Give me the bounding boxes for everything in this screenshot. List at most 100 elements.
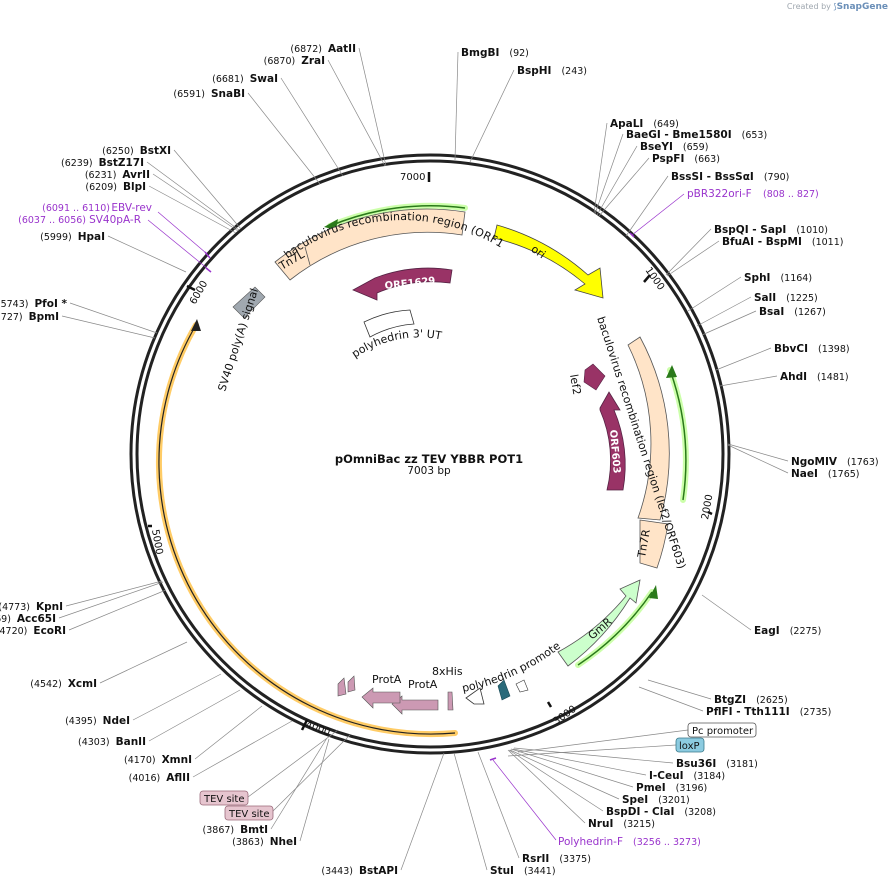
site-pos-apali: (649) [653, 119, 679, 130]
primer-ebv-rev-name: EBV-rev [111, 202, 152, 214]
tev-site-box-1 [199, 790, 249, 806]
site-name-bfuai-bspmi: BfuAI - BspMI [722, 236, 802, 248]
tick-6000 [186, 284, 196, 292]
position-ticks [148, 172, 713, 731]
pc-promoter-box [687, 722, 757, 738]
site-leader-bpmi [61, 315, 156, 339]
site-pos-acc65i: (4769) [0, 614, 11, 625]
site-name-ndei: NdeI [103, 715, 130, 727]
primer-leaders [147, 193, 685, 841]
site-name-bmti: BmtI [240, 824, 268, 836]
site-pos-spei: (3201) [658, 795, 690, 806]
site-name-pmei: PmeI [636, 782, 666, 794]
site-leader-sphi [687, 276, 742, 312]
tev-site-marker-2 [347, 675, 356, 693]
site-name-bseyi: BseYI [640, 141, 673, 153]
site-leader-kpni [65, 580, 163, 607]
site-name-apali: ApaLI [610, 118, 643, 130]
tick-label-2000: 2000 [700, 494, 715, 521]
site-name-hpai: HpaI [78, 231, 105, 243]
site-leader-rsrii [477, 751, 520, 859]
credit-brand: SnapGene [836, 2, 888, 12]
site-name-banii: BanII [116, 736, 146, 748]
site-name-pflfi-tth111i: PflFI - Tth111I [706, 706, 790, 718]
site-leader-ngomiv [727, 443, 789, 462]
sv40-feature [232, 286, 266, 319]
site-name-bsu36i: Bsu36I [676, 758, 716, 770]
site-leader-baegi-bme1580i [594, 133, 624, 215]
site-pos-i-ceui: (3184) [693, 771, 725, 782]
recomb-orf1629-feature [274, 208, 466, 281]
snapgene-credit: Created by ⟆SnapGene [787, 2, 888, 12]
site-pos-ndei: (4395) [65, 716, 97, 727]
site-leader-sali [696, 296, 752, 327]
insert-region-arc-inner [158, 324, 456, 735]
polyh-promoter-feature [465, 687, 485, 705]
orf603-label: ORF603 [607, 429, 622, 474]
site-pos-ahdi: (1481) [817, 372, 849, 383]
site-leader-zrai [327, 59, 386, 167]
plasmid-name: pOmniBac zz TEV YBBR POT1 [335, 452, 523, 466]
site-leader-i-ceui [512, 748, 647, 776]
site-name-xcmi: XcmI [68, 678, 97, 690]
site-leader-bfuai-bspmi [666, 240, 720, 277]
site-name-bmgbi: BmgBI [461, 47, 499, 59]
site-name-nrui: NruI [588, 818, 613, 830]
pc-promoter-label: Pc promoter [692, 726, 754, 737]
tick-4000 [300, 719, 309, 731]
site-name-zrai: ZraI [301, 55, 325, 67]
site-name-bsssi-bsss-i: BssSI - BssSαI [671, 171, 754, 183]
site-leader-bsu36i [513, 747, 674, 764]
site-name-bbvci: BbvCI [774, 343, 808, 355]
site-name-bspqi-sapi: BspQI - SapI [714, 224, 786, 236]
site-name-aflii: AflII [166, 772, 190, 784]
primer-sv40pa-r-name: SV40pA-R [89, 214, 141, 226]
site-leader-hpai [107, 235, 187, 273]
site-name-pspfi: PspFI [652, 153, 684, 165]
site-leader-ecori [68, 589, 167, 631]
site-pos-zrai: (6870) [264, 56, 296, 67]
orf603-feature [599, 391, 626, 491]
site-name-aatii: AatII [328, 43, 356, 55]
site-pos-pmei: (3196) [676, 783, 708, 794]
site-pos-baegi-bme1580i: (653) [742, 130, 768, 141]
site-pos-bsssi-bsss-i: (790) [764, 172, 790, 183]
prota1-feature [391, 695, 439, 715]
pc-promoter-marker [515, 679, 529, 693]
site-name-naei: NaeI [791, 468, 818, 480]
primer-polyhedrin-f-pos: (3256 .. 3273) [633, 837, 701, 848]
site-name-pfoi: PfoI * [34, 298, 67, 310]
site-leader-blpi [148, 185, 237, 234]
site-name-rsrii: RsrII [522, 853, 549, 865]
lef2-feature [583, 363, 606, 391]
site-leader-swai [280, 77, 344, 177]
top-green-arc-inner [329, 204, 466, 227]
insert-region-arrowhead [191, 319, 201, 331]
insert-region-arc [155, 322, 458, 738]
site-leader-bbvci [715, 347, 772, 371]
site-leader-aflii [192, 720, 293, 778]
prota2-feature [361, 687, 401, 709]
right-green-arrowhead [666, 365, 677, 378]
site-name-bstxi: BstXI [140, 145, 171, 157]
site-leader-bspdi-clai [508, 749, 604, 812]
site-name-bstz17i: BstZ17I [99, 157, 144, 169]
tev-site-marker-1 [337, 677, 347, 697]
site-leader-acc65i [58, 581, 164, 619]
site-pos-rsrii: (3375) [559, 854, 591, 865]
tev-site-box-2 [224, 805, 274, 821]
site-name-bsai: BsaI [759, 306, 784, 318]
site-leader-bsai [701, 310, 757, 336]
primer-pbr322ori-f-pos: (808 .. 827) [763, 189, 819, 200]
site-pos-hpai: (5999) [40, 232, 72, 243]
site-leader-pflfi-tth111i [638, 686, 704, 712]
tick-label-3000: 3000 [551, 704, 578, 728]
site-pos-pfoi: (5743) [0, 299, 28, 310]
site-leader-xcmi [99, 641, 188, 684]
site-name-eagi: EagI [754, 625, 780, 637]
plasmid-length: 7003 bp [407, 465, 451, 477]
site-name-stui: StuI [490, 865, 514, 877]
site-name-ngomiv: NgoMIV [791, 456, 838, 468]
tn7r-feature [639, 519, 669, 569]
site-name-i-ceui: I-CeuI [649, 770, 683, 782]
